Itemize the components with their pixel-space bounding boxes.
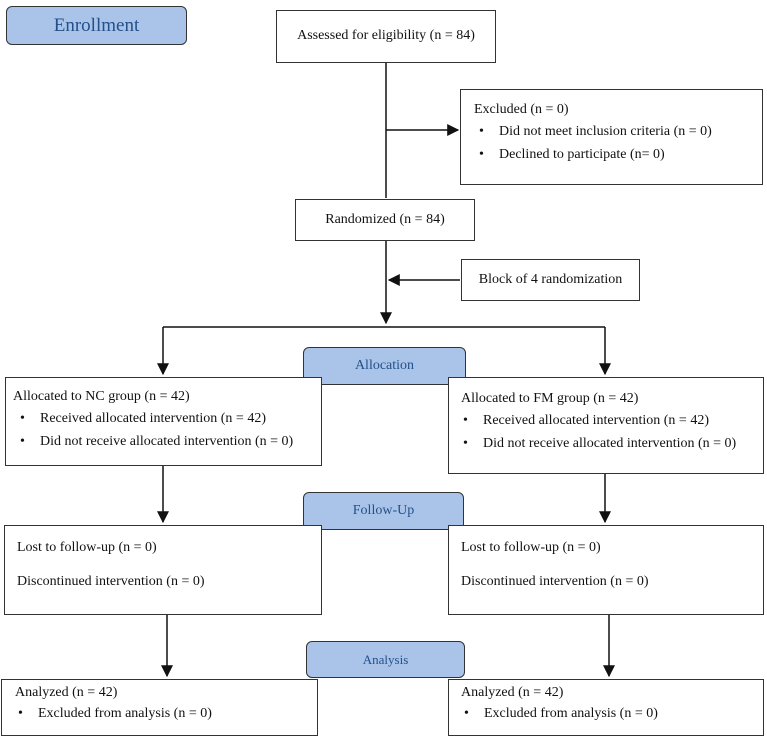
- fm-allocation-title: Allocated to FM group (n = 42): [461, 391, 639, 406]
- block-randomization-box: Block of 4 randomization: [461, 259, 640, 301]
- randomized-box: Randomized (n = 84): [295, 199, 475, 241]
- nc-followup-box: Lost to follow-up (n = 0) Discontinued i…: [4, 525, 322, 615]
- block-randomization-text: Block of 4 randomization: [478, 271, 623, 287]
- analysis-label: Analysis: [306, 641, 465, 678]
- randomized-text: Randomized (n = 84): [325, 211, 445, 227]
- fm-allocation-item: Did not receive allocated intervention (…: [463, 436, 736, 453]
- excluded-item: Did not meet inclusion criteria (n = 0): [479, 124, 712, 141]
- nc-lost-text: Lost to follow-up (n = 0): [17, 540, 157, 555]
- assessed-text: Assessed for eligibility (n = 84): [297, 28, 475, 44]
- excluded-item: Declined to participate (n= 0): [479, 147, 665, 164]
- fm-followup-box: Lost to follow-up (n = 0) Discontinued i…: [448, 525, 764, 615]
- enrollment-label: Enrollment: [6, 6, 187, 45]
- fm-allocation-box: Allocated to FM group (n = 42) Received …: [448, 377, 764, 474]
- nc-allocation-item: Received allocated intervention (n = 42): [20, 411, 266, 428]
- fm-allocation-item: Received allocated intervention (n = 42): [463, 413, 709, 430]
- assessed-box: Assessed for eligibility (n = 84): [276, 10, 496, 63]
- nc-analysis-title: Analyzed (n = 42): [15, 685, 118, 700]
- fm-lost-text: Lost to follow-up (n = 0): [461, 540, 601, 555]
- fm-discontinued-text: Discontinued intervention (n = 0): [461, 574, 649, 589]
- excluded-box: Excluded (n = 0) Did not meet inclusion …: [460, 89, 763, 185]
- nc-allocation-box: Allocated to NC group (n = 42) Received …: [5, 377, 322, 466]
- fm-analysis-title: Analyzed (n = 42): [461, 685, 564, 700]
- fm-analysis-item: Excluded from analysis (n = 0): [464, 706, 658, 723]
- nc-analysis-item: Excluded from analysis (n = 0): [18, 706, 212, 723]
- nc-allocation-title: Allocated to NC group (n = 42): [13, 389, 190, 404]
- nc-analysis-box: Analyzed (n = 42) Excluded from analysis…: [1, 679, 318, 736]
- fm-analysis-box: Analyzed (n = 42) Excluded from analysis…: [448, 679, 764, 736]
- excluded-title: Excluded (n = 0): [474, 102, 569, 117]
- followup-label: Follow-Up: [303, 492, 464, 530]
- nc-discontinued-text: Discontinued intervention (n = 0): [17, 574, 205, 589]
- allocation-label: Allocation: [303, 347, 466, 385]
- nc-allocation-item: Did not receive allocated intervention (…: [20, 434, 293, 451]
